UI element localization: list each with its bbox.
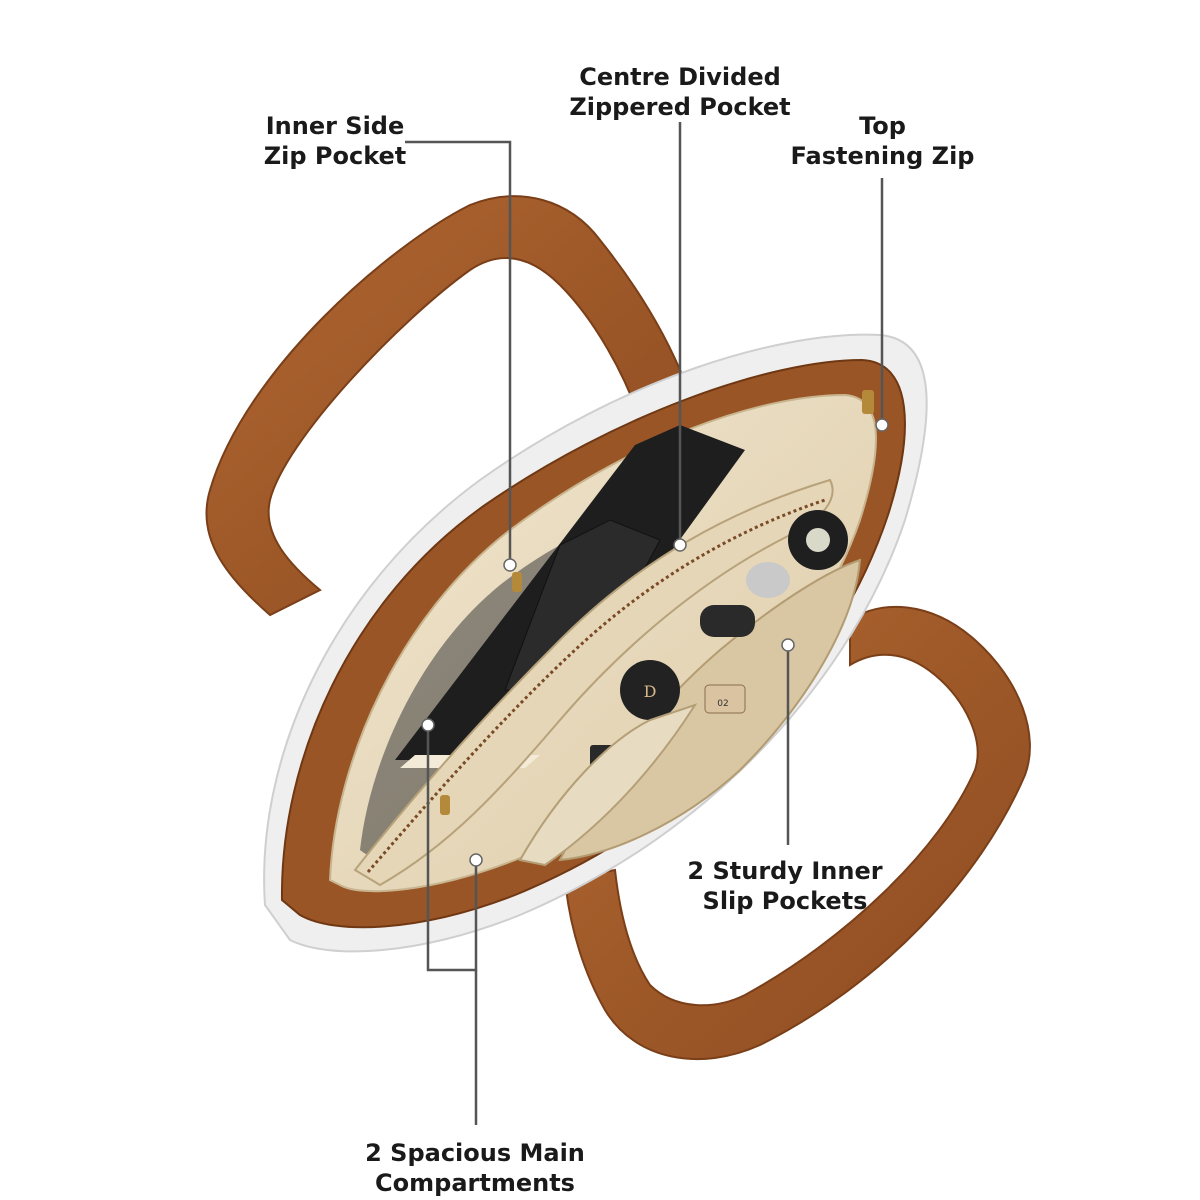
zip-pull-left bbox=[440, 795, 450, 815]
compact-case-center bbox=[806, 528, 830, 552]
dior-logo: D bbox=[644, 682, 657, 701]
callout-inner-side-zip-pocket: Inner Side Zip Pocket bbox=[255, 111, 415, 171]
callout-line: Inner Side bbox=[265, 112, 405, 140]
dot-main-left bbox=[421, 718, 435, 732]
callout-line: Top bbox=[859, 112, 906, 140]
product-tag: 02 bbox=[717, 699, 728, 709]
eyeshadow-case bbox=[700, 605, 755, 637]
bottom-handle-strap bbox=[563, 605, 1031, 1061]
dot-inner-side bbox=[503, 558, 517, 572]
callout-centre-divided-zippered-pocket: Centre Divided Zippered Pocket bbox=[560, 62, 800, 122]
callout-line: Zip Pocket bbox=[263, 142, 407, 170]
callout-spacious-main-compartments: 2 Spacious Main Compartments bbox=[350, 1138, 600, 1198]
leader-dots bbox=[421, 418, 889, 867]
callout-line: Fastening Zip bbox=[790, 142, 975, 170]
callout-line: Centre Divided bbox=[579, 63, 781, 91]
callout-line: Slip Pockets bbox=[702, 887, 868, 915]
zip-pull-side bbox=[512, 572, 522, 592]
dot-top-zip bbox=[875, 418, 889, 432]
centre-divider-pocket bbox=[353, 478, 834, 887]
dot-slip bbox=[781, 638, 795, 652]
slip-pocket-panel bbox=[518, 703, 698, 867]
callout-line: 2 Spacious Main bbox=[365, 1139, 585, 1167]
callout-line: Zippered Pocket bbox=[569, 93, 791, 121]
leader-main bbox=[426, 725, 478, 972]
lipstick bbox=[704, 684, 746, 714]
callout-sturdy-inner-slip-pockets: 2 Sturdy Inner Slip Pockets bbox=[680, 856, 890, 916]
silver-item bbox=[746, 562, 790, 598]
callout-line: 2 Sturdy Inner bbox=[687, 857, 883, 885]
dior-compact bbox=[620, 660, 680, 720]
callout-top-fastening-zip: Top Fastening Zip bbox=[790, 111, 975, 171]
leader-inner-side bbox=[405, 140, 512, 565]
dot-main-right bbox=[469, 853, 483, 867]
leader-lines bbox=[405, 122, 884, 1125]
zip-pull-top bbox=[862, 390, 874, 414]
dot-centre bbox=[673, 538, 687, 552]
callout-line: Compartments bbox=[375, 1169, 575, 1197]
